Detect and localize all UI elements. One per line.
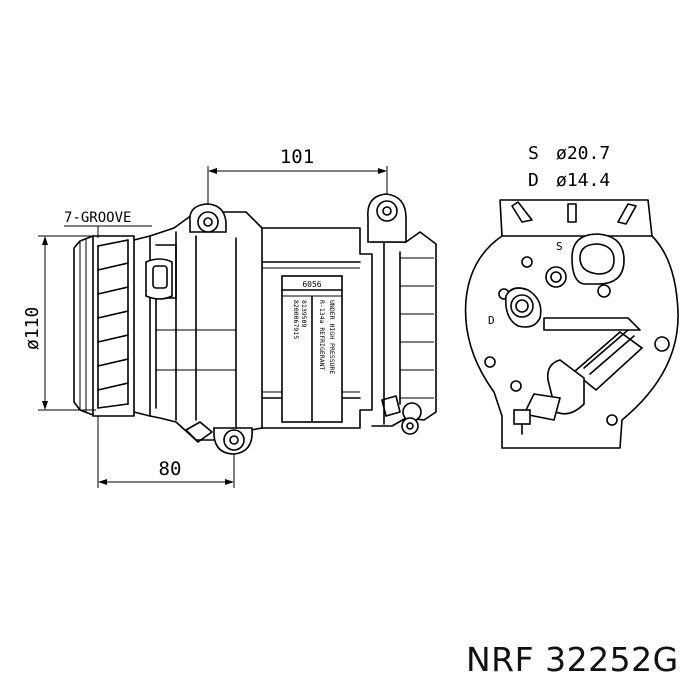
discharge-port: D xyxy=(488,287,542,328)
dimension-101-label: 101 xyxy=(280,146,314,168)
dimension-80-label: 80 xyxy=(159,458,182,480)
part-number: 32252G xyxy=(545,640,679,679)
side-view: 6056 8200067915 8139509 R-134a REFRIGERA… xyxy=(22,146,437,488)
discharge-letter: D xyxy=(528,170,539,191)
pulley xyxy=(73,235,151,417)
pulley-grooves xyxy=(97,239,129,409)
suction-diameter: ø20.7 xyxy=(556,143,610,164)
groove-callout: 7-GROOVE xyxy=(42,210,152,238)
discharge-diameter: ø14.4 xyxy=(556,170,610,191)
suction-port: S xyxy=(556,233,625,298)
dimension-diameter: ø110 xyxy=(22,235,96,411)
label-plate-refrigerant: R-134a REFRIGERANT xyxy=(318,300,326,371)
front-housing xyxy=(145,211,263,441)
groove-label: 7-GROOVE xyxy=(64,210,131,226)
label-plate: 6056 8200067915 8139509 R-134a REFRIGERA… xyxy=(281,275,343,423)
end-bosses xyxy=(484,256,670,426)
dimension-diameter-label: ø110 xyxy=(22,307,43,350)
label-plate-part-2: 8139509 xyxy=(300,300,308,327)
label-plate-pressure: UNDER HIGH PRESSURE xyxy=(328,300,336,374)
control-valve xyxy=(513,329,644,435)
discharge-port-mark: D xyxy=(488,314,495,327)
rear-head xyxy=(371,231,437,435)
product-id: NRF 32252G xyxy=(466,640,679,679)
dimension-101: 101 xyxy=(207,146,388,204)
label-plate-part-1: 8200067915 xyxy=(292,300,300,339)
suction-port-mark: S xyxy=(556,240,563,253)
end-housing xyxy=(464,199,679,449)
mounting-lug-top-right xyxy=(367,193,407,243)
dimension-80: 80 xyxy=(97,416,235,488)
label-plate-top: 6056 xyxy=(302,280,321,289)
mounting-lug-bottom xyxy=(185,421,253,455)
brand-name: NRF xyxy=(466,640,535,679)
suction-letter: S xyxy=(528,143,539,164)
mounting-lug-top-left xyxy=(189,203,227,233)
end-view: S ø20.7 D ø14.4 S xyxy=(464,143,679,449)
